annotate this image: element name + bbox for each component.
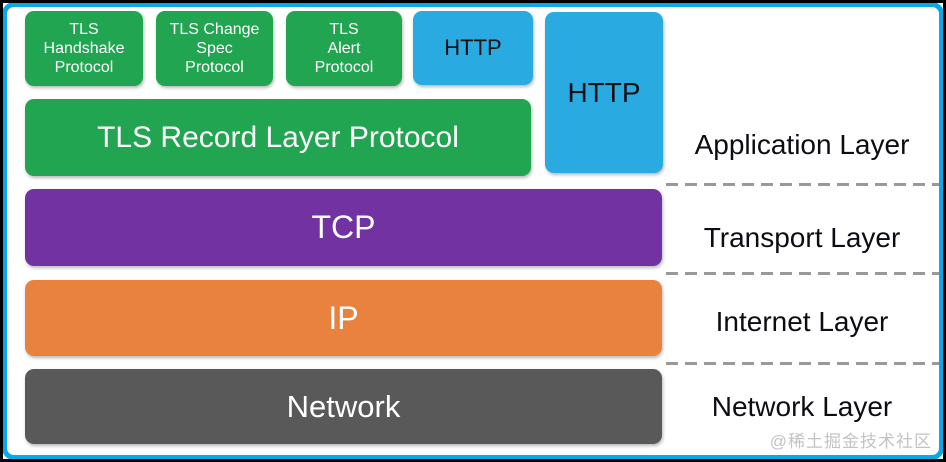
layer-divider-application-transport (666, 183, 939, 186)
http-box-small: HTTP (413, 11, 533, 85)
tls-change-spec-protocol-box: TLS Change Spec Protocol (156, 11, 273, 86)
tls-alert-protocol-box: TLS Alert Protocol (286, 11, 402, 86)
network-box: Network (25, 369, 662, 444)
tls-handshake-protocol-box: TLS Handshake Protocol (25, 11, 143, 86)
layer-divider-internet-network (666, 362, 939, 365)
http-box-tall: HTTP (545, 12, 663, 173)
transport-layer-label: Transport Layer (703, 222, 901, 253)
layer-divider-transport-internet (666, 272, 939, 275)
application-layer-label: Application Layer (694, 129, 910, 160)
tls-record-layer-protocol-box: TLS Record Layer Protocol (25, 99, 531, 176)
network-layer-label: Network Layer (711, 391, 893, 422)
watermark: @稀土掘金技术社区 (769, 432, 932, 451)
ip-box: IP (25, 280, 662, 356)
internet-layer-label: Internet Layer (715, 306, 889, 337)
tcp-box: TCP (25, 189, 662, 266)
